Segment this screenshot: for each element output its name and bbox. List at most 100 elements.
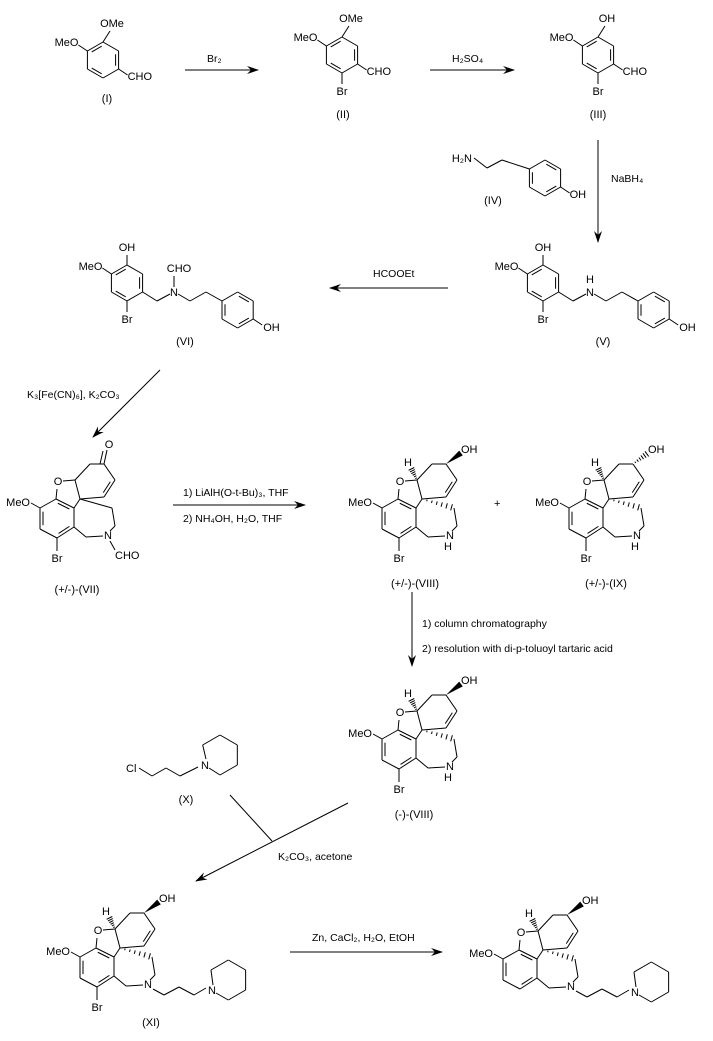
bond [644, 450, 650, 457]
bond [156, 293, 171, 302]
atom-label-meo: MeO [550, 32, 574, 44]
bond [74, 479, 81, 500]
double-bond [654, 295, 666, 303]
bond [111, 291, 128, 302]
bond [413, 706, 417, 709]
reagent-step4: HCOOEt [373, 268, 415, 280]
double-bond [238, 295, 250, 303]
bond [542, 947, 568, 951]
wedge-bond [446, 681, 463, 695]
bond [210, 969, 214, 986]
bond [39, 498, 57, 509]
bond [637, 318, 654, 329]
bond [529, 918, 536, 922]
bond [103, 463, 116, 481]
bond [133, 950, 136, 955]
bond [109, 525, 116, 532]
bond [372, 733, 383, 740]
compound-label-V: (V) [596, 336, 611, 348]
atom-label-n: N [633, 530, 641, 542]
hashed-bond [408, 698, 418, 710]
bond [597, 36, 614, 47]
bond [651, 961, 669, 973]
bond [613, 63, 623, 71]
compound-label-III: (III) [590, 109, 607, 121]
atom-label-n: N [201, 760, 209, 772]
atom-label-meo: MeO [6, 497, 30, 509]
bond [608, 496, 634, 500]
bond [627, 502, 630, 507]
bond [486, 159, 503, 169]
bond [193, 987, 207, 996]
bond [252, 318, 263, 326]
bond [163, 986, 180, 996]
atom-label-n: N [144, 979, 152, 991]
bond [416, 479, 423, 500]
atom-label-h: H [102, 906, 110, 918]
atom-label-meo: MeO [348, 497, 372, 509]
bond [445, 479, 458, 498]
bond [544, 159, 561, 170]
bond [413, 475, 417, 478]
hashed-bond [595, 467, 605, 479]
bond [421, 496, 447, 500]
bond [149, 974, 156, 981]
bond [633, 971, 637, 988]
bond [575, 990, 588, 998]
atom-label-oh: OH [159, 893, 176, 905]
atom-label-br: Br [581, 553, 592, 565]
bond [473, 157, 488, 169]
atom-label-meo: MeO [294, 32, 318, 44]
bond [221, 318, 238, 329]
bond [421, 727, 447, 731]
double-bond [97, 951, 110, 959]
bond [95, 947, 115, 958]
atom-label-cho: CHO [623, 66, 648, 78]
compound-label-VIII: (+/-)-(VIII) [391, 578, 439, 590]
double-bond [238, 317, 250, 325]
bond [415, 729, 423, 740]
atom-label-br: Br [337, 86, 348, 98]
double-bond [586, 40, 597, 48]
double-bond [587, 525, 599, 534]
bond [74, 463, 91, 481]
arrow-step8 [195, 802, 349, 882]
bond [70, 951, 81, 958]
reagent-step2: H₂SO₄ [452, 53, 483, 65]
bond [107, 918, 114, 922]
reagent-step6-a: 1) LiAlH(O-t-Bu)₃, THF [183, 487, 289, 499]
bond [600, 475, 604, 478]
bond [440, 502, 443, 507]
double-bond [531, 290, 542, 298]
double-bond [330, 40, 341, 48]
double-bond [142, 930, 151, 942]
bond [560, 186, 570, 194]
bond [415, 526, 429, 538]
double-bond [521, 976, 533, 985]
bond [427, 535, 446, 538]
bond [537, 930, 544, 951]
double-bond [586, 502, 599, 510]
bond [651, 991, 669, 1003]
compound-label-IV: (IV) [484, 195, 502, 207]
double-bond [115, 268, 126, 276]
atom-label-n: N [567, 981, 575, 993]
bond [638, 457, 642, 461]
bond [431, 500, 433, 504]
bond [568, 498, 586, 509]
double-bond [102, 481, 111, 493]
atom-label-h: H [525, 908, 533, 920]
bond [518, 939, 521, 951]
bond [493, 953, 504, 960]
atom-label-o: O [396, 707, 405, 719]
bond [616, 989, 630, 998]
bond [56, 526, 75, 539]
bond [62, 479, 76, 482]
bond [219, 734, 238, 746]
bond [411, 702, 416, 706]
double-bond [531, 268, 542, 276]
